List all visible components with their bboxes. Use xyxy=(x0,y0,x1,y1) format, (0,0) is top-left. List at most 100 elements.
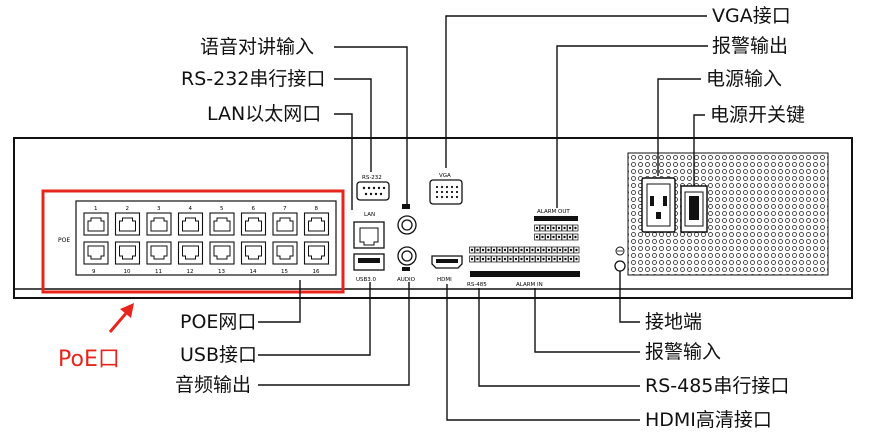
leader-lines xyxy=(258,15,708,421)
poe-port-number: 10 xyxy=(124,269,131,275)
terminal-screw xyxy=(492,248,496,252)
terminal-screw xyxy=(574,235,577,239)
audio-panel-label: AUDIO xyxy=(397,277,416,283)
terminal-screw xyxy=(563,235,566,239)
poe-arrow-icon xyxy=(108,303,134,333)
callout-power-switch: 电源开关键 xyxy=(710,104,806,126)
terminal-screw xyxy=(525,257,529,261)
terminal-screw xyxy=(520,248,523,252)
lan-panel-label: LAN xyxy=(364,212,375,218)
terminal-screw xyxy=(558,257,562,261)
terminal-screw xyxy=(514,257,518,261)
terminal-screw xyxy=(535,235,539,239)
terminal-screw xyxy=(536,248,540,252)
terminal-screw xyxy=(568,226,572,230)
terminal-screw xyxy=(541,226,544,230)
terminal-screw xyxy=(535,226,539,230)
poe-port-6 xyxy=(240,212,267,236)
poe-port-number: 12 xyxy=(187,269,194,275)
rs232-port xyxy=(356,181,390,201)
callout-vga-port: VGA接口 xyxy=(712,5,791,27)
poe-port-number: 9 xyxy=(92,269,96,275)
terminal-screw xyxy=(498,257,501,261)
terminal-screw xyxy=(546,235,550,239)
callout-audio-talk-input: 语音对讲输入 xyxy=(200,36,315,58)
callout-rs485-port: RS-485串行接口 xyxy=(645,375,790,397)
terminal-screw xyxy=(509,248,512,252)
terminal-screw xyxy=(536,257,540,261)
terminal-screw xyxy=(568,235,572,239)
usb-panel-label: USB3.0 xyxy=(356,277,377,283)
terminal-screw xyxy=(563,226,566,230)
terminal-screw xyxy=(558,248,562,252)
terminal-screw xyxy=(553,257,556,261)
terminal-screw xyxy=(575,257,578,261)
poe-port-8 xyxy=(303,212,330,236)
hdmi-panel-label: HDMI xyxy=(437,277,452,283)
poe-port-number: 15 xyxy=(281,269,288,275)
poe-port-number: 8 xyxy=(315,206,319,212)
terminal-screw xyxy=(525,248,529,252)
terminal-screw xyxy=(503,257,507,261)
terminal-screw xyxy=(546,226,550,230)
poe-port-7 xyxy=(272,212,298,236)
alarm-out-panel-label: ALARM OUT xyxy=(537,209,570,215)
callout-hdmi-port: HDMI高清接口 xyxy=(645,409,772,431)
terminal-screw xyxy=(574,226,577,230)
poe-port-11 xyxy=(146,241,172,265)
poe-port-number: 5 xyxy=(220,206,224,212)
poe-port-number: 2 xyxy=(126,206,130,212)
poe-port-2 xyxy=(114,212,141,236)
poe-port-number: 14 xyxy=(250,269,257,275)
terminal-screw xyxy=(541,235,544,239)
alarm-in-panel-label: ALARM IN xyxy=(516,282,543,288)
terminal-screw xyxy=(552,226,555,230)
terminal-screw xyxy=(569,257,573,261)
terminal-screw xyxy=(557,235,561,239)
terminal-screw xyxy=(476,257,479,261)
terminal-screw xyxy=(509,257,512,261)
terminal-screw xyxy=(547,248,551,252)
poe-block-label: POE xyxy=(58,237,70,244)
terminal-screw xyxy=(481,257,485,261)
poe-port-1 xyxy=(83,212,109,236)
poe-highlight-box xyxy=(41,189,345,294)
poe-port-number: 13 xyxy=(218,269,225,275)
terminal-screw xyxy=(569,248,573,252)
terminal-screw xyxy=(492,257,496,261)
terminal-screw xyxy=(487,257,490,261)
poe-highlight-label: PoE口 xyxy=(58,347,120,372)
terminal-screw xyxy=(542,257,545,261)
poe-port-number: 4 xyxy=(189,206,193,212)
poe-port-number: 11 xyxy=(155,269,162,275)
callout-poe-port: POE网口 xyxy=(180,311,257,333)
terminal-screw xyxy=(547,257,551,261)
lan-port xyxy=(353,221,385,249)
terminal-screw xyxy=(481,248,485,252)
terminal-screw xyxy=(476,248,479,252)
terminal-screw xyxy=(542,248,545,252)
callout-audio-output: 音频输出 xyxy=(175,374,252,396)
terminal-screw xyxy=(520,257,523,261)
terminal-screw xyxy=(503,248,507,252)
poe-port-15 xyxy=(272,241,298,265)
callout-ground-terminal: 接地端 xyxy=(645,311,703,333)
poe-port-number: 16 xyxy=(313,269,320,275)
callout-power-input: 电源输入 xyxy=(706,68,783,90)
rs232-panel-label: RS-232 xyxy=(362,175,382,181)
poe-port-number: 3 xyxy=(157,206,161,212)
terminal-screw xyxy=(470,248,474,252)
terminal-screw xyxy=(575,248,578,252)
poe-port-number: 7 xyxy=(283,206,287,212)
poe-port-13 xyxy=(209,241,235,265)
terminal-screw xyxy=(564,257,567,261)
terminal-screw xyxy=(487,248,490,252)
poe-port-5 xyxy=(209,212,235,236)
poe-port-4 xyxy=(177,212,204,236)
terminal-screw xyxy=(553,248,556,252)
poe-port-number: 6 xyxy=(252,206,256,212)
poe-port-12 xyxy=(177,241,204,265)
callout-alarm-output: 报警输出 xyxy=(712,35,789,57)
ground-terminal xyxy=(614,260,626,272)
